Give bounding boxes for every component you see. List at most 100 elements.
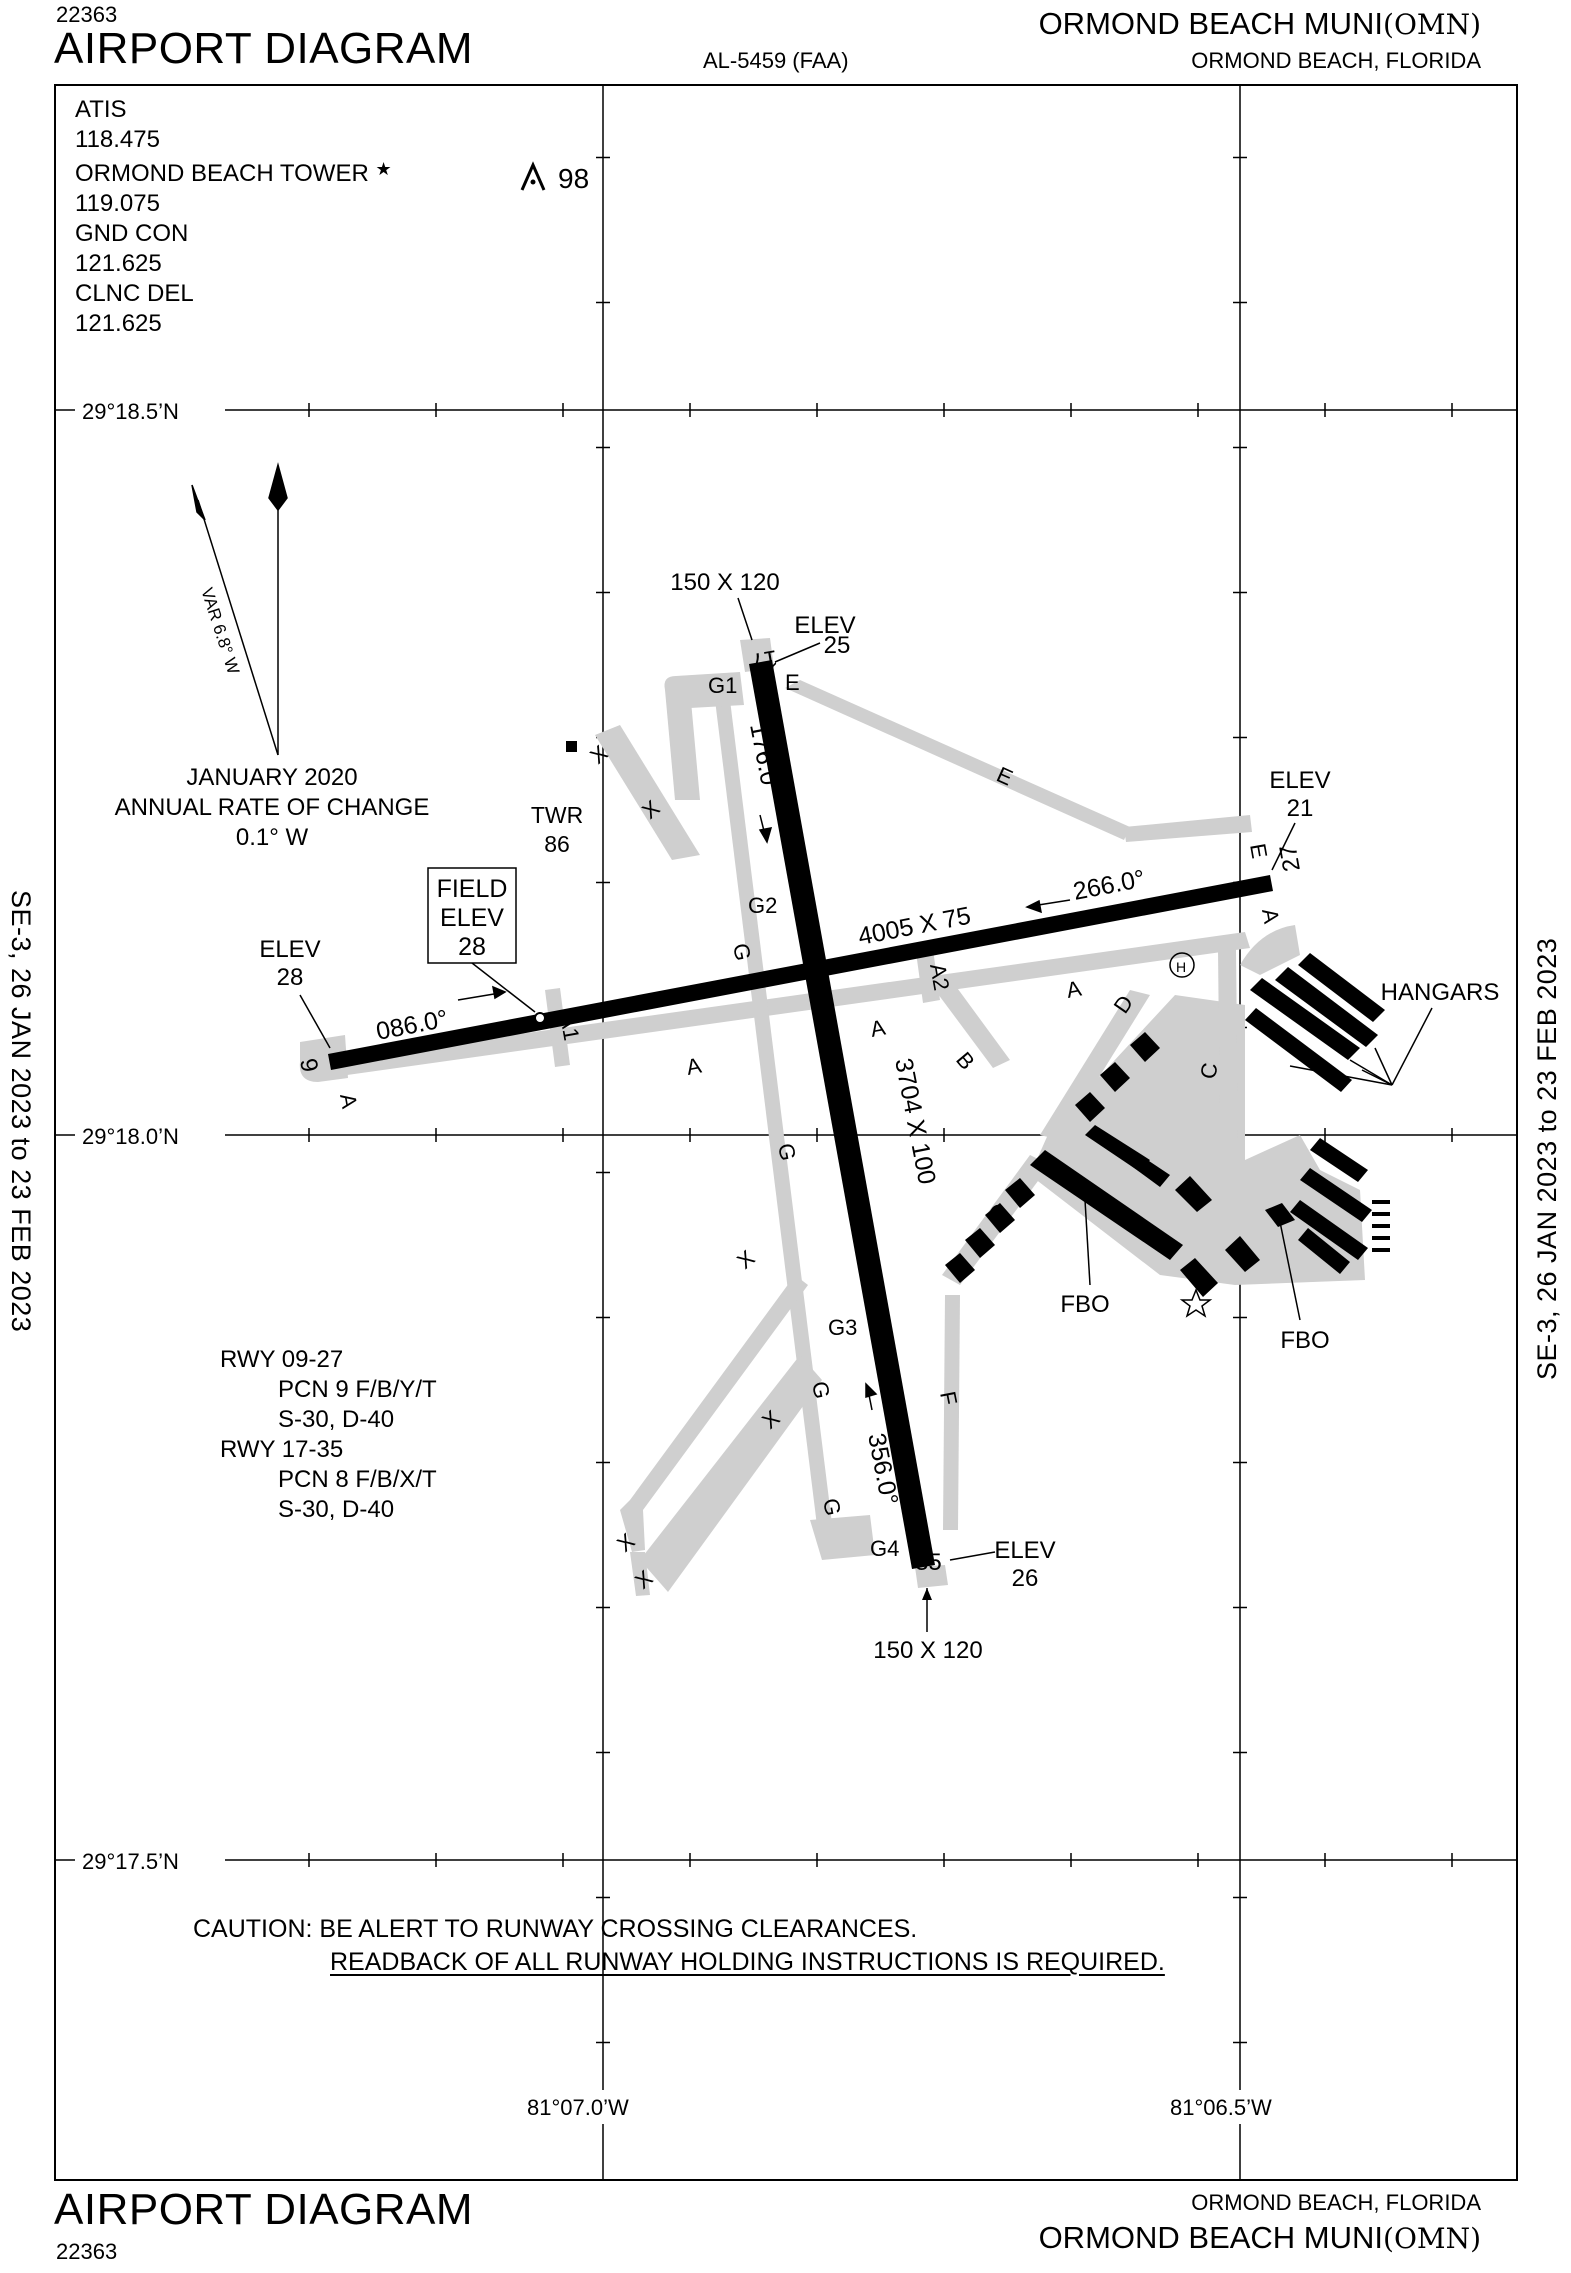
blast-pad-north-dims: 150 X 120	[670, 569, 779, 596]
taxiway-g-south-end	[810, 1515, 875, 1560]
apron-building	[1225, 1236, 1260, 1272]
chart-frame	[54, 84, 1518, 2181]
tiedown	[1372, 1224, 1390, 1228]
apron-building	[965, 1228, 995, 1258]
blast-pad-south-dims: 150 X 120	[873, 1637, 982, 1664]
lat-label-bg	[75, 1120, 225, 1150]
north-arrows	[191, 462, 288, 756]
ground-label: GND CON	[75, 220, 189, 247]
hangars-leader	[1289, 1065, 1393, 1086]
heading-arrowhead-09	[492, 985, 507, 1000]
magnetic-north-arrowhead	[191, 484, 206, 521]
part-time-tower-star: ★	[375, 159, 392, 180]
pcn-runway-0927: RWY 09-27	[220, 1346, 344, 1373]
tiedown	[1372, 1248, 1390, 1252]
clearance-frequency: 121.625	[75, 310, 162, 337]
apron-building	[1130, 1032, 1160, 1062]
hangars-leaders	[1289, 1007, 1433, 1086]
taxiway-e-east	[1124, 815, 1252, 842]
taxiway-label-g3: G3	[828, 1315, 857, 1340]
blast-pad-north-leader	[737, 597, 753, 641]
airport-name-bottom: ORMOND BEACH MUNI(OMN)	[1039, 2220, 1481, 2256]
tower-frequency: 119.075	[75, 190, 160, 217]
heading-arrows	[457, 814, 1071, 1411]
heading-arrowhead-35	[865, 1382, 878, 1399]
tower-building	[566, 741, 577, 752]
fbo-label-west: FBO	[1060, 1291, 1109, 1318]
taxiway-label-a-center: A	[868, 1015, 887, 1042]
taxiway-label-a-west: A	[335, 1092, 362, 1111]
taxiway-label-c: C	[1195, 1061, 1222, 1081]
magnetic-north-line	[197, 499, 279, 756]
taxiway-label-g4: G4	[870, 1536, 899, 1561]
buildings	[566, 741, 1390, 1297]
taxiway-e	[785, 680, 1130, 840]
frequency-block: ATIS 118.475 ORMOND BEACH TOWER ★ 119.07…	[75, 95, 392, 339]
taxiway-d-north	[1040, 990, 1150, 1140]
apron-building	[1100, 1062, 1130, 1092]
taxiway-label-a1: A1	[555, 1012, 584, 1043]
elev-27-label: ELEV	[1269, 767, 1330, 794]
blast-pad-south-arrow	[922, 1588, 932, 1600]
elev-09-value: 28	[277, 964, 304, 991]
field-elevation-label-2: ELEV	[440, 904, 504, 932]
chart-title-top: AIRPORT DIAGRAM	[54, 24, 474, 73]
apron-building	[1175, 1176, 1212, 1212]
runway-end-9: 9	[294, 1056, 323, 1074]
lon-label-07-0: 81°07.0’W	[527, 2095, 629, 2120]
tiedown	[1372, 1200, 1390, 1204]
hangar-building	[1290, 1200, 1368, 1260]
lon-label-06-5: 81°06.5’W	[1170, 2095, 1272, 2120]
taxiway-label-a-northeast: A	[1064, 976, 1083, 1003]
taxiway-label-a-mid: A	[684, 1053, 703, 1080]
heading-arrowhead-27	[1025, 899, 1042, 914]
tower-label: TWR	[531, 802, 583, 828]
obstacle-dot	[530, 179, 536, 185]
hangar-building	[1300, 1168, 1372, 1222]
chart-id-top: 22363	[56, 2, 118, 27]
closed-taxiway-north	[595, 725, 700, 860]
taxiway-f	[943, 1295, 960, 1530]
taxiway-label-g-mid: G	[773, 1141, 801, 1163]
elev-17-leader	[774, 642, 821, 663]
chart-id-bottom: 22363	[56, 2239, 118, 2264]
grid-ticks	[181, 156, 1453, 2044]
hangars-leader	[1391, 1007, 1433, 1086]
elev-17-value: 25	[824, 632, 851, 659]
runway-end-35: 35	[915, 1549, 942, 1576]
lat-label-18-0: 29°18.0’N	[82, 1124, 179, 1149]
taxiway-g	[715, 700, 835, 1550]
al-number: AL-5459 (FAA)	[703, 48, 849, 73]
apron-building	[945, 1253, 975, 1283]
taxiway-b	[935, 985, 1010, 1068]
apron-building	[1005, 1178, 1035, 1208]
heading-arrow-09	[457, 992, 501, 1001]
airport-name: ORMOND BEACH MUNI	[1038, 2220, 1384, 2255]
taxiway-c	[1218, 950, 1238, 1140]
elev-35-leader	[949, 1551, 996, 1561]
obstacle-icon	[520, 161, 546, 191]
fbo-building-west	[1030, 1150, 1183, 1260]
rotating-beacon-icon	[1179, 1287, 1213, 1318]
tower-name: ORMOND BEACH TOWER ★	[75, 159, 392, 187]
field-elevation-value: 28	[458, 933, 486, 961]
atis-frequency: 118.475	[75, 126, 160, 153]
runways	[328, 660, 1273, 1569]
elev-09-label: ELEV	[259, 936, 320, 963]
pcn-value-0927: PCN 9 F/B/Y/T	[278, 1376, 437, 1403]
hangar-building	[1245, 1008, 1352, 1092]
taxiway-a1	[545, 988, 570, 1067]
taxiway-label-g-south: G	[807, 1379, 835, 1401]
taxiway-label-g: G	[728, 941, 756, 963]
airport-identifier: (OMN)	[1383, 8, 1481, 41]
pcn-value-1735: PCN 8 F/B/X/T	[278, 1466, 437, 1493]
taxiway-label-g-southend: G	[818, 1496, 846, 1518]
hangar-building	[1298, 1228, 1350, 1274]
closed-pavement-north	[665, 690, 700, 800]
hangars-leader	[1361, 1069, 1393, 1086]
atis-label: ATIS	[75, 96, 127, 123]
fbo-west-leader	[1084, 1199, 1091, 1286]
pcn-runway-1735: RWY 17-35	[220, 1436, 344, 1463]
runway-end-27: 27	[1275, 843, 1306, 874]
taxiway-label-b: B	[951, 1047, 980, 1074]
